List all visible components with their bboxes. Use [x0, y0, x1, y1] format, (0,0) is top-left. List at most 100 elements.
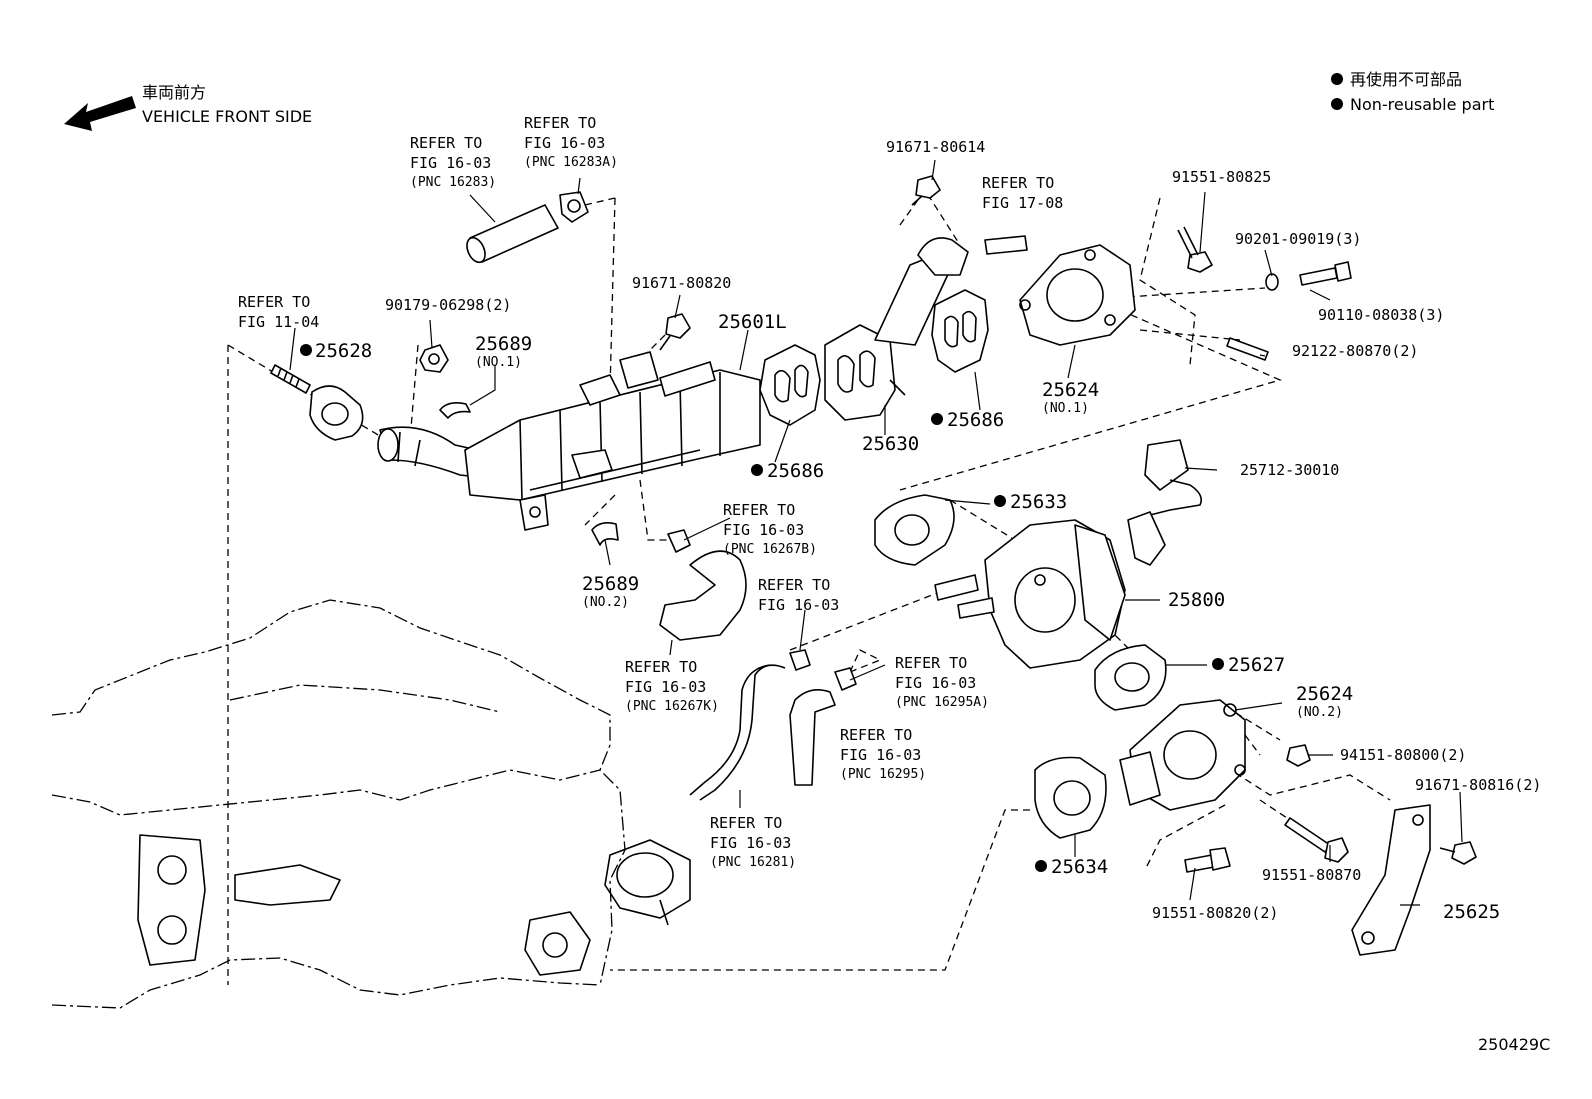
part-label: 25686	[947, 409, 1004, 431]
refer-label: FIG 11-04	[238, 313, 319, 331]
bolt-91551-80825	[1177, 226, 1213, 273]
refer-label: FIG 16-03	[895, 674, 976, 692]
refer-label: REFER TO	[895, 654, 967, 672]
non-reusable-dot-icon	[994, 495, 1006, 507]
stud-92122	[270, 364, 311, 394]
refer-label: FIG 16-03	[524, 134, 605, 152]
non-reusable-dot-icon	[1212, 658, 1224, 670]
part-label: (NO.2)	[582, 595, 629, 610]
gasket-25628	[309, 385, 364, 441]
refer-label: REFER TO	[840, 726, 912, 744]
direction-en: VEHICLE FRONT SIDE	[142, 107, 312, 126]
part-label: 91551-80825	[1172, 168, 1271, 186]
refer-label: REFER TO	[758, 576, 830, 594]
refer-label: (PNC 16281)	[710, 855, 796, 870]
engine-block-outline	[51, 599, 691, 1009]
refer-label: FIG 16-03	[758, 596, 839, 614]
refer-label: (PNC 16267B)	[723, 542, 817, 557]
refer-label: FIG 16-03	[710, 834, 791, 852]
part-label: 25624	[1042, 379, 1099, 401]
leader-lines	[289, 159, 1463, 906]
washer-90201	[1265, 273, 1279, 291]
refer-label: (PNC 16295A)	[895, 695, 989, 710]
part-label: 25800	[1168, 589, 1225, 611]
part-label: 91671-80614	[886, 138, 985, 156]
legend-jp: 再使用不可部品	[1350, 70, 1462, 89]
direction-jp: 車両前方	[142, 83, 206, 102]
clamp-16267b	[667, 529, 691, 553]
clamp-16283a	[559, 191, 589, 223]
housing-25624-no2	[1119, 699, 1246, 811]
legend-en: Non-reusable part	[1350, 95, 1494, 114]
bolt-94151	[1286, 744, 1311, 767]
clamp-25689-no2	[591, 522, 619, 546]
nut-90179	[419, 344, 449, 373]
part-label: 90179-06298(2)	[385, 296, 511, 314]
part-label: 25634	[1051, 856, 1108, 878]
part-label: 92122-80870(2)	[1292, 342, 1418, 360]
labels: REFER TO FIG 16-03 (PNC 16283) REFER TO …	[238, 114, 1550, 1054]
part-label: (NO.1)	[1042, 401, 1089, 416]
hose-16267k	[659, 550, 747, 641]
bolt-91551-80820	[1184, 847, 1231, 873]
gasket-25686-b	[931, 289, 989, 373]
refer-label: REFER TO	[524, 114, 596, 132]
vehicle-front-indicator: 車両前方 VEHICLE FRONT SIDE	[64, 83, 312, 131]
part-label: 25689	[582, 573, 639, 595]
part-label: 25686	[767, 460, 824, 482]
part-label: 25628	[315, 340, 372, 362]
housing-25624-no1	[1019, 244, 1136, 346]
refer-label: REFER TO	[410, 134, 482, 152]
part-label: 25630	[862, 433, 919, 455]
non-reusable-dot-icon	[1035, 860, 1047, 872]
bolt-91551-80870	[1284, 817, 1349, 863]
non-reusable-dot-icon	[300, 344, 312, 356]
part-label: 90110-08038(3)	[1318, 306, 1444, 324]
part-label: 25633	[1010, 491, 1067, 513]
gasket-25633	[874, 494, 955, 566]
refer-label: REFER TO	[625, 658, 697, 676]
sensor-25712	[1127, 439, 1203, 566]
part-label: 91671-80816(2)	[1415, 776, 1541, 794]
refer-label: REFER TO	[982, 174, 1054, 192]
non-reusable-dot-icon	[1331, 73, 1343, 85]
bolt-90110	[1299, 261, 1352, 286]
refer-label: FIG 16-03	[723, 521, 804, 539]
refer-label: REFER TO	[710, 814, 782, 832]
part-label: 25689	[475, 333, 532, 355]
pipe-17-08	[984, 235, 1028, 255]
refer-label: FIG 17-08	[982, 194, 1063, 212]
refer-label: (PNC 16267K)	[625, 699, 719, 714]
refer-label: FIG 16-03	[625, 678, 706, 696]
part-label: 91551-80820(2)	[1152, 904, 1278, 922]
bracket-25625	[1351, 804, 1431, 956]
part-label: 25712-30010	[1240, 461, 1339, 479]
hose-16283	[466, 204, 559, 264]
non-reusable-dot-icon	[751, 464, 763, 476]
gasket-25686-a	[759, 344, 821, 426]
refer-label: FIG 16-03	[840, 746, 921, 764]
refer-label: REFER TO	[723, 501, 795, 519]
throttle-body-25800	[934, 519, 1126, 669]
egr-cooler-25601l	[464, 351, 761, 531]
stud-92122-right	[1226, 337, 1269, 361]
part-label: (NO.2)	[1296, 705, 1343, 720]
part-label: 91551-80870	[1262, 866, 1361, 884]
hose-16295	[789, 689, 836, 786]
front-arrow-icon	[64, 96, 136, 131]
bolt-91671-80820	[659, 313, 691, 351]
gasket-25634	[1034, 756, 1107, 839]
egr-valve-25630	[824, 237, 969, 421]
refer-label: (PNC 16295)	[840, 767, 926, 782]
part-label: 90201-09019(3)	[1235, 230, 1361, 248]
diagram-code: 250429C	[1478, 1035, 1550, 1054]
refer-label: REFER TO	[238, 293, 310, 311]
non-reusable-dot-icon	[931, 413, 943, 425]
part-label: 25625	[1443, 901, 1500, 923]
clamp-25689-no1	[439, 402, 471, 419]
bolt-91671-80614	[911, 175, 941, 206]
part-label: 91671-80820	[632, 274, 731, 292]
bolt-91671-80816	[1439, 841, 1477, 865]
gasket-25627	[1094, 644, 1167, 711]
hose-16281	[689, 664, 786, 801]
